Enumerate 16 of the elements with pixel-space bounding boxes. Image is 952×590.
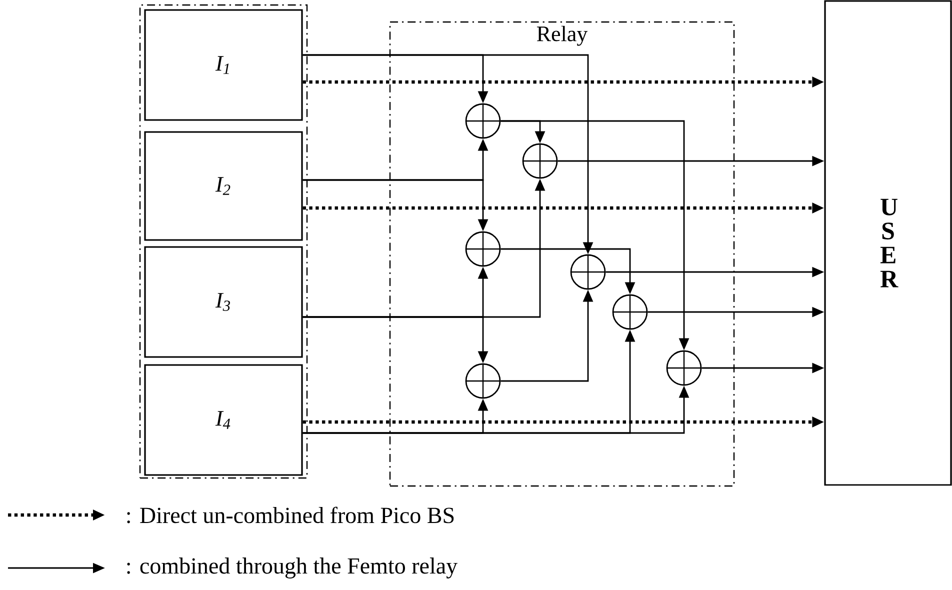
source-box: I$_{4}$ — [144, 364, 303, 476]
adder-circle — [465, 363, 501, 399]
source-box: I$_{3}$ — [144, 246, 303, 358]
adder-circle — [465, 231, 501, 267]
adder-circle — [570, 254, 606, 290]
adder-circle — [666, 350, 702, 386]
source-box: I$_{2}$ — [144, 131, 303, 241]
legend-text: : combined through the Femto relay — [127, 558, 458, 578]
legend-text: : Direct un-combined from Pico BS — [127, 506, 454, 524]
adder-circle — [522, 143, 558, 179]
relay-group: Relay — [389, 21, 735, 487]
adder-circle — [465, 103, 501, 139]
source-box: I$_{1}$ — [144, 9, 303, 121]
group-frame — [139, 4, 308, 479]
adder-circle — [612, 294, 648, 330]
user-box: U S E R — [824, 0, 952, 486]
